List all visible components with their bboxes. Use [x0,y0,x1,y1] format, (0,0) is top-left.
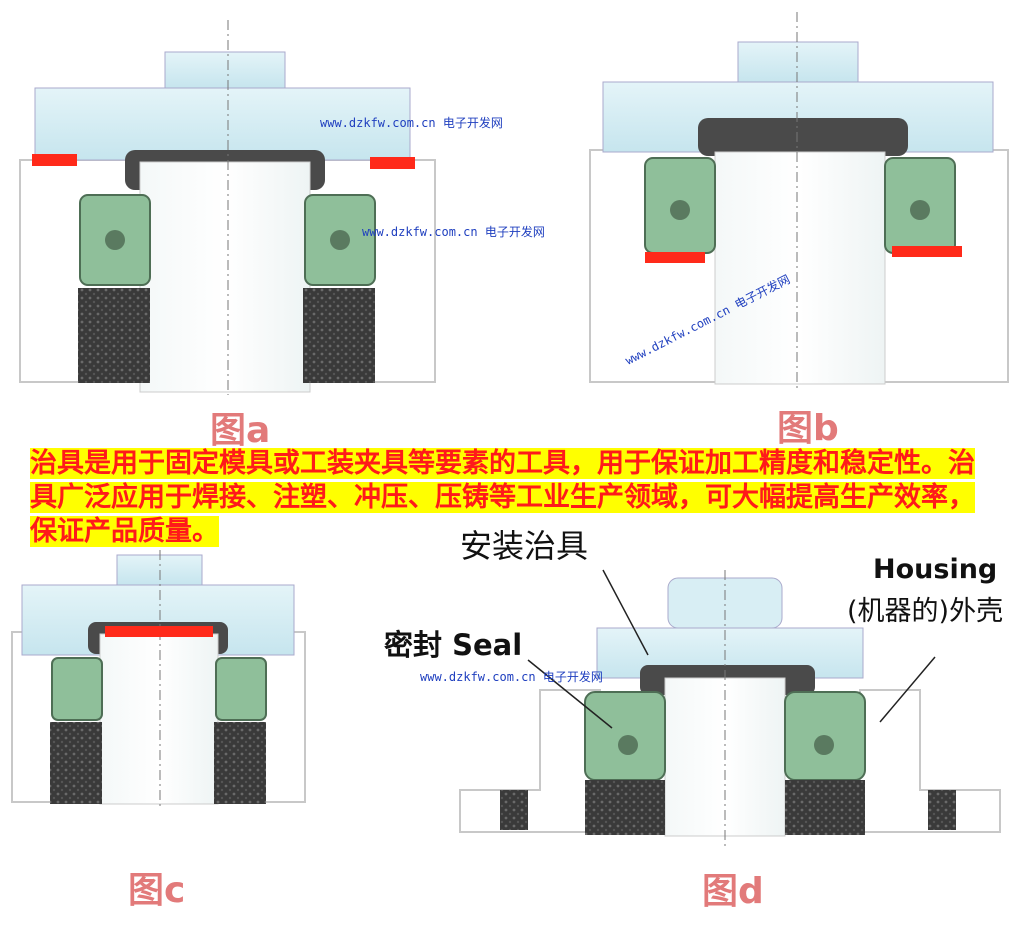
callout-seal: 密封 Seal [384,628,522,662]
leader-fixture [602,569,649,656]
fixture-lip-b [698,118,908,156]
seal-spring-right-b [910,200,930,220]
coil-right-a [303,288,375,383]
leader-housing [879,656,936,723]
fixture-body-a [34,87,411,161]
figure-d: 图d 安装治具 密封 Seal Housing (机器的)外壳 [384,527,1003,912]
figure-d-label: 图d [702,871,764,912]
seal-left-c [51,657,103,721]
seal-spring-left-a [105,230,125,250]
coil-left-c [50,722,102,804]
seal-spring-right-d [814,735,834,755]
red-mark-right-a [370,157,415,169]
coil-left-d [585,780,665,835]
figure-b: 图b [589,12,1009,449]
bolt-left-d [500,790,528,830]
coil-right-c [214,722,266,804]
watermark: www.dzkfw.com.cn 电子开发网 [320,115,503,130]
description-text: 治具是用于固定模具或工装夹具等要素的工具，用于保证加工精度和稳定性。治具广泛应用… [30,447,1000,549]
shaft-b [714,151,886,385]
figure-a: 图a [19,20,436,451]
fixture-top-b [737,41,859,83]
figure-a-label: 图a [210,410,270,451]
red-mark-left-a [32,154,77,166]
description-highlight: 治具是用于固定模具或工装夹具等要素的工具，用于保证加工精度和稳定性。治具广泛应用… [30,448,975,547]
figure-c-label: 图c [128,870,185,911]
shaft-c [99,633,219,805]
watermark: www.dzkfw.com.cn 电子开发网 [362,224,545,239]
red-mark-right-b [892,246,962,257]
figure-b-label: 图b [777,408,839,449]
callout-housing-cn: (机器的)外壳 [847,596,1003,627]
seal-right-c [215,657,267,721]
red-mark-c [105,626,213,637]
coil-right-d [785,780,865,835]
fixture-top-a [164,51,286,89]
shaft-a [139,161,311,393]
callout-fixture: 安装治具 [460,527,588,565]
leader-seal [527,659,613,729]
callout-housing-en: Housing [873,554,997,585]
seal-spring-left-b [670,200,690,220]
housing-left-d [459,689,601,833]
coil-left-a [78,288,150,383]
bolt-right-d [928,790,956,830]
seal-spring-right-a [330,230,350,250]
seal-spring-left-d [618,735,638,755]
figure-c: 图c [11,550,306,911]
watermark: www.dzkfw.com.cn 电子开发网 [420,669,603,684]
red-mark-left-b [645,252,705,263]
